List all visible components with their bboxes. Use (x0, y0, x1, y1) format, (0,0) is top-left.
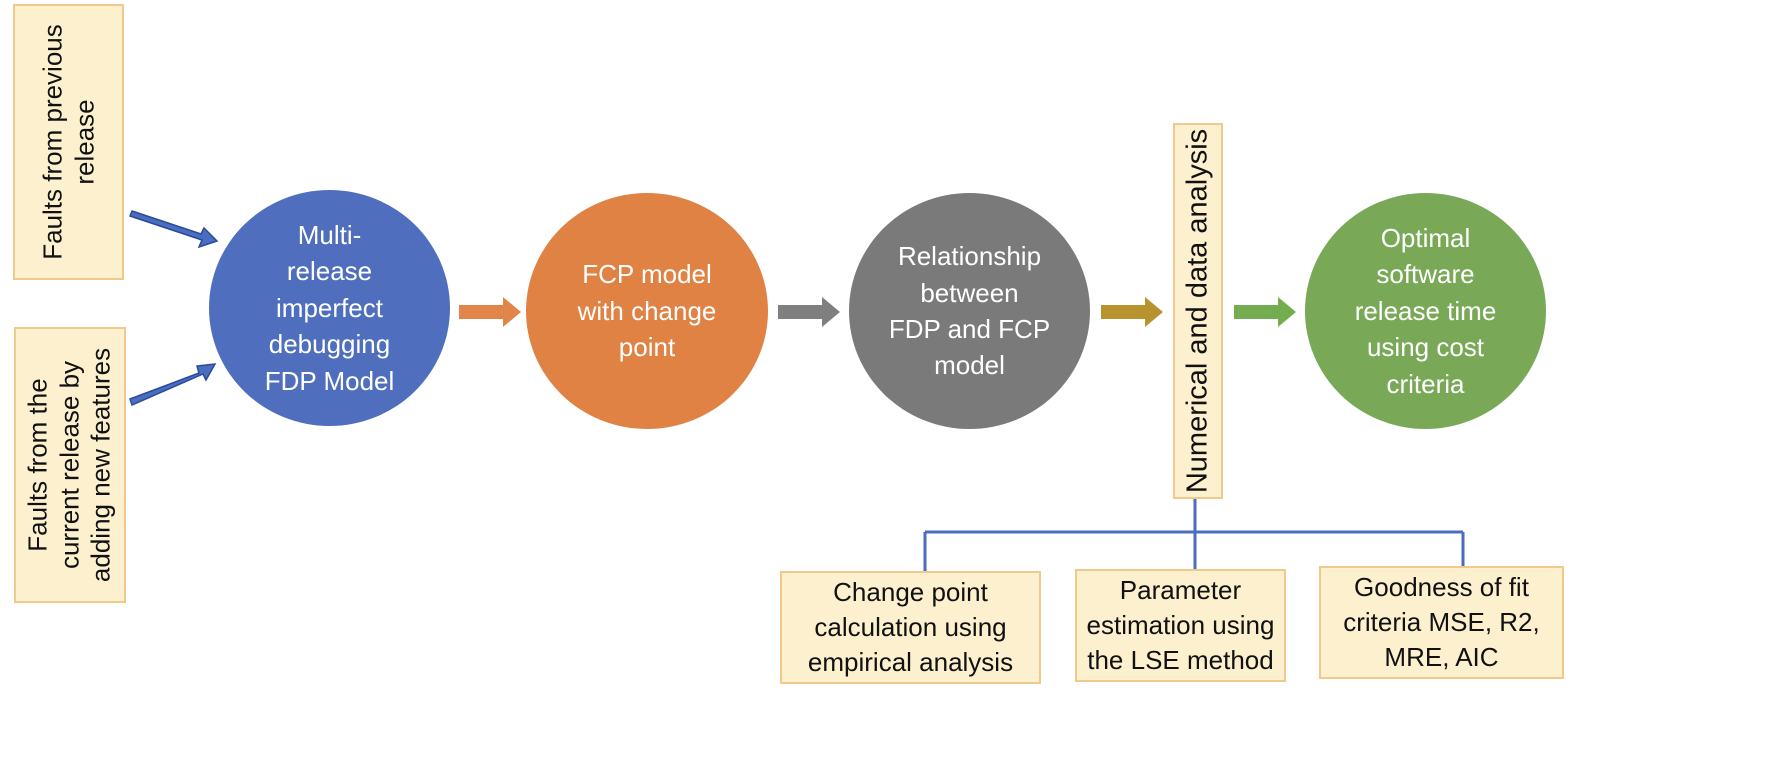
arrow-fcp-to-relationship (778, 297, 840, 327)
step-fdp-model: Multi- release imperfect debugging FDP M… (209, 190, 450, 426)
step-relationship: Relationship between FDP and FCP model (849, 193, 1090, 429)
analysis-box: Numerical and data analysis (1173, 123, 1223, 499)
analysis-tree-lines (923, 499, 1465, 571)
step-fdp-model-label: Multi- release imperfect debugging FDP M… (264, 220, 395, 396)
arrow-current-to-fdp (129, 363, 217, 407)
subtask-parameter-estimation-label: Parameter estimation using the LSE metho… (1086, 574, 1275, 676)
arrow-analysis-to-optimal (1234, 297, 1296, 327)
step-optimal-release: Optimal software release time using cost… (1305, 193, 1546, 429)
subtask-parameter-estimation: Parameter estimation using the LSE metho… (1075, 569, 1286, 682)
subtask-change-point-label: Change point calculation using empirical… (807, 576, 1014, 678)
arrow-previous-to-fdp (129, 210, 219, 249)
step-relationship-label: Relationship between FDP and FCP model (888, 241, 1051, 381)
step-optimal-release-label: Optimal software release time using cost… (1354, 223, 1497, 399)
subtask-change-point: Change point calculation using empirical… (780, 571, 1041, 684)
subtask-goodness-of-fit: Goodness of fit criteria MSE, R2, MRE, A… (1319, 566, 1564, 679)
subtask-goodness-of-fit-label: Goodness of fit criteria MSE, R2, MRE, A… (1343, 571, 1540, 673)
step-fcp-model: FCP model with change point (526, 193, 768, 429)
arrow-relationship-to-analysis (1101, 297, 1163, 327)
arrow-fdp-to-fcp (459, 297, 521, 327)
step-fcp-model-label: FCP model with change point (577, 259, 717, 363)
